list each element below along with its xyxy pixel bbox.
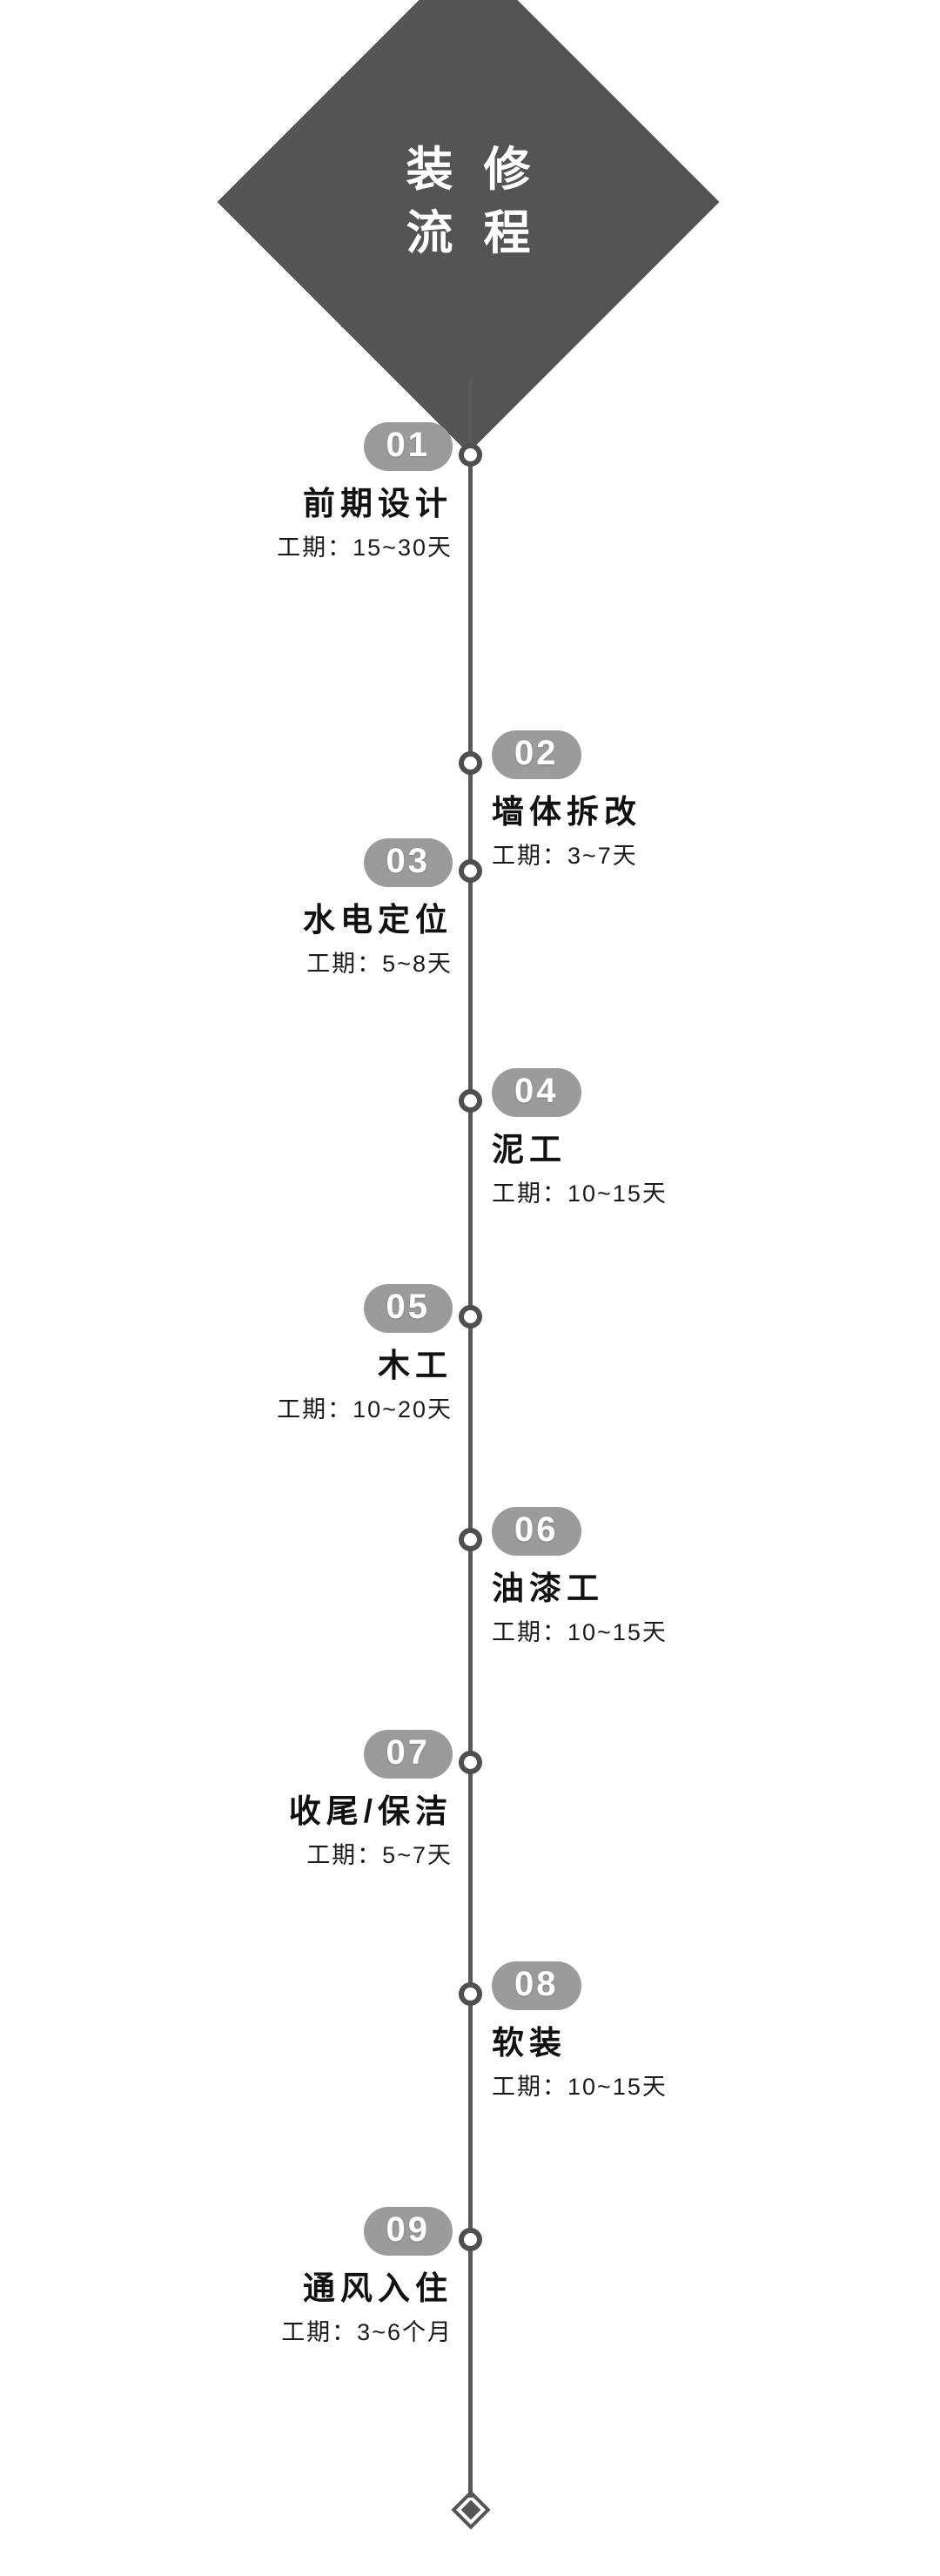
header-banner: 装 修 流 程 xyxy=(0,0,940,454)
timeline-step-content: 02 墙体拆改工期：3~7天 xyxy=(492,730,641,871)
timeline-node-icon xyxy=(459,2228,482,2251)
header-title-line-1: 装 修 xyxy=(406,144,540,197)
timeline-node-icon xyxy=(459,859,482,883)
step-number-badge: 08 xyxy=(492,1961,581,2010)
header-title-line-2: 流 程 xyxy=(406,207,540,259)
step-title: 收尾/保洁 xyxy=(288,1793,453,1829)
step-title: 软装 xyxy=(492,2025,567,2061)
step-number-badge: 06 xyxy=(492,1507,581,1556)
timeline-node-icon xyxy=(459,443,482,467)
step-title: 水电定位 xyxy=(303,902,453,938)
timeline-node-icon xyxy=(459,1751,482,1774)
step-number-badge: 01 xyxy=(363,422,453,471)
step-number-badge: 07 xyxy=(363,1730,453,1779)
timeline-node-icon xyxy=(459,1305,482,1328)
timeline-step-content: 01 前期设计工期：15~30天 xyxy=(277,422,453,563)
step-title: 通风入住 xyxy=(303,2270,453,2306)
timeline-step-content: 07 收尾/保洁工期：5~7天 xyxy=(289,1730,453,1871)
step-number-badge: 04 xyxy=(492,1068,581,1117)
timeline-step-content: 03 水电定位工期：5~8天 xyxy=(303,838,453,979)
step-duration: 工期：15~30天 xyxy=(277,535,453,562)
timeline-step-content: 04 泥工工期：10~15天 xyxy=(492,1068,668,1209)
header-title-group: 装 修 流 程 xyxy=(291,24,646,380)
step-duration: 工期：3~7天 xyxy=(492,843,638,870)
step-number-badge: 09 xyxy=(363,2207,453,2256)
step-duration: 工期：5~7天 xyxy=(306,1842,453,1869)
step-number-badge: 03 xyxy=(363,838,453,887)
step-duration: 工期：10~20天 xyxy=(277,1396,453,1423)
step-number-badge: 05 xyxy=(363,1284,453,1333)
timeline-node-icon xyxy=(459,751,482,775)
step-duration: 工期：3~6个月 xyxy=(281,2319,453,2346)
step-title: 油漆工 xyxy=(492,1570,604,1606)
timeline-node-icon xyxy=(459,1528,482,1551)
step-duration: 工期：10~15天 xyxy=(492,1619,668,1646)
step-title: 木工 xyxy=(378,1348,453,1383)
step-title: 前期设计 xyxy=(303,486,453,521)
step-duration: 工期：10~15天 xyxy=(492,2074,668,2101)
timeline-node-icon xyxy=(459,1982,482,2006)
step-title: 墙体拆改 xyxy=(492,794,641,830)
step-title: 泥工 xyxy=(492,1132,567,1167)
step-duration: 工期：5~8天 xyxy=(306,951,453,978)
step-duration: 工期：10~15天 xyxy=(492,1180,668,1207)
step-number-badge: 02 xyxy=(492,730,581,779)
timeline-node-icon xyxy=(459,1089,482,1113)
timeline-step-content: 06 油漆工工期：10~15天 xyxy=(492,1507,668,1648)
timeline-step-content: 08 软装工期：10~15天 xyxy=(492,1961,668,2102)
timeline-vertical-line xyxy=(468,380,473,2498)
timeline-step-content: 09 通风入住工期：3~6个月 xyxy=(281,2207,453,2348)
timeline-end-diamond-icon xyxy=(451,2490,491,2530)
timeline-step-content: 05 木工工期：10~20天 xyxy=(277,1284,453,1425)
